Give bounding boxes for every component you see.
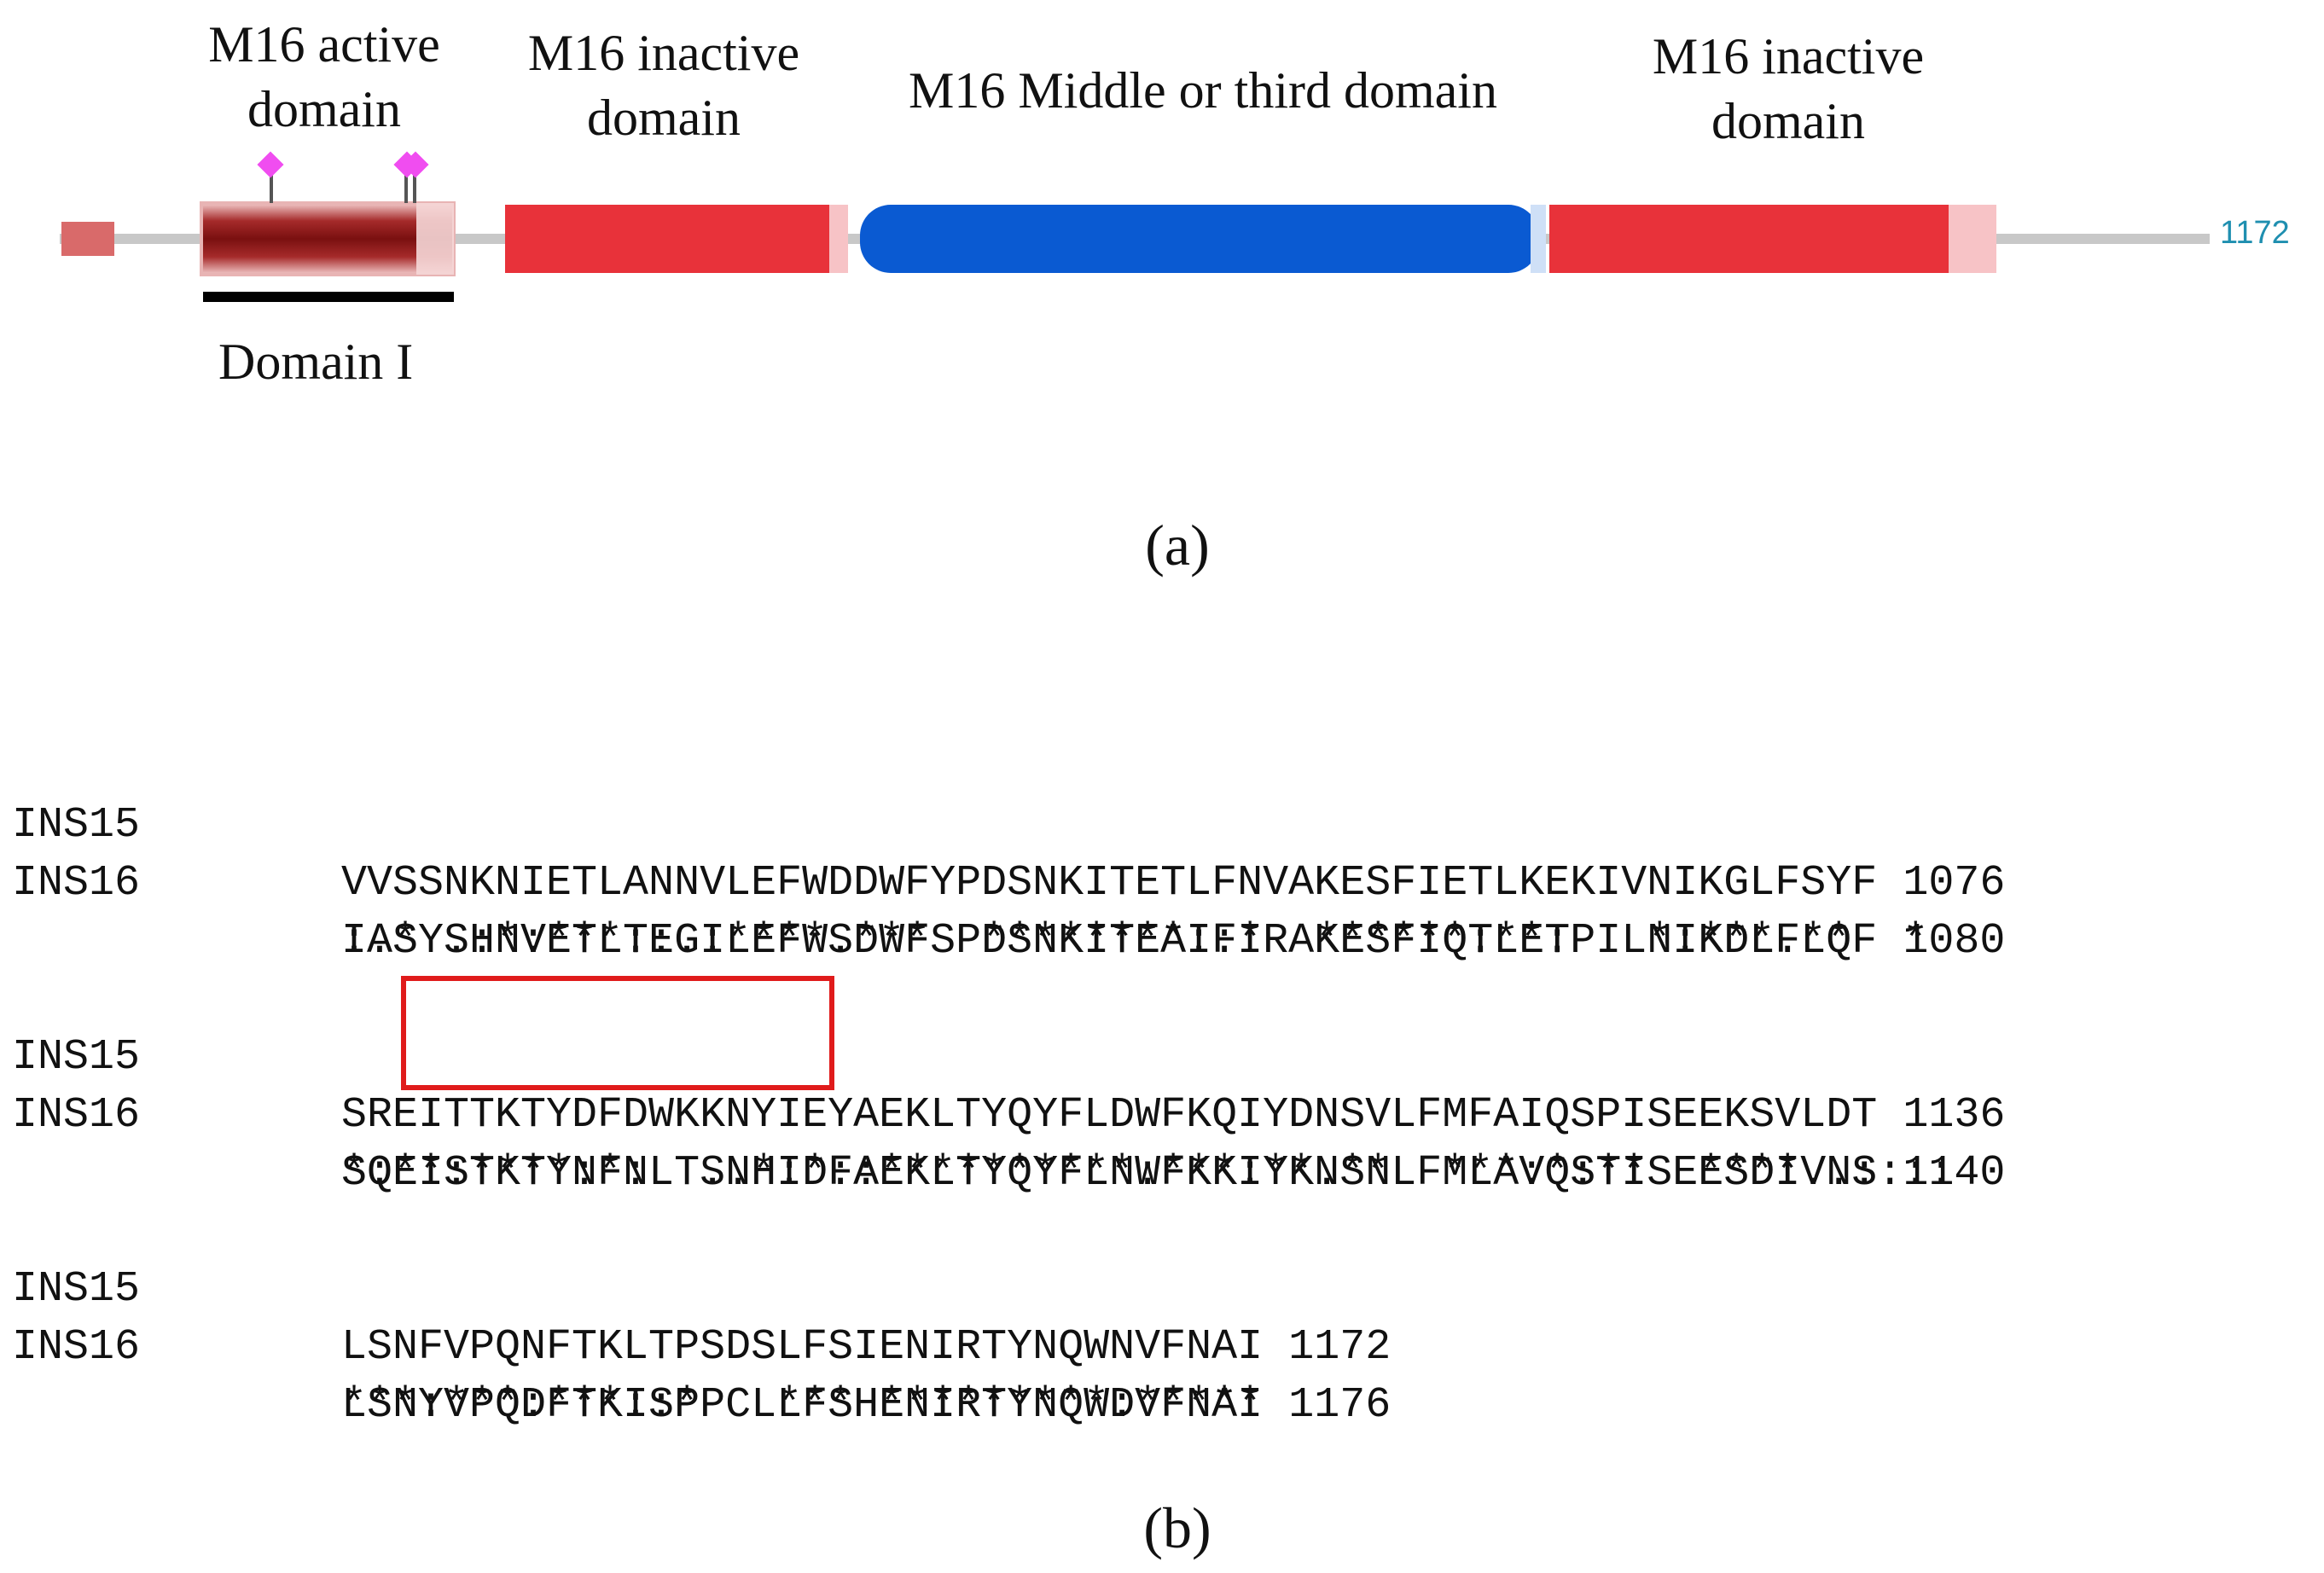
m16-inactive-domain-2-bar [1549, 205, 1950, 273]
alignment-row: INS15 SREITTKTYDFDWKKNYIEYAEKLTYQYFLDWFK… [0, 971, 2005, 1140]
site-marker-3 [402, 151, 429, 178]
panel-b-caption: (b) [1143, 1495, 1211, 1560]
sequence-residues: IASYSHNVETLTEGILEFWSDWFSPDSNKITEAIFIRAKE… [341, 917, 2006, 966]
sequence-name: INS15 [12, 801, 141, 850]
sequence-end-position: 1140 [1903, 1149, 2006, 1198]
panel-a-caption: (a) [1145, 513, 1210, 578]
sequence-name: INS16 [12, 1091, 141, 1140]
motif-highlight-box [401, 976, 834, 1090]
protein-length-label: 1172 [2220, 215, 2290, 251]
m16-active-domain-bar [200, 201, 456, 276]
domain-I-label: Domain I [218, 334, 414, 390]
signal-block [61, 222, 114, 256]
sequence-end-position: 1176 [1288, 1381, 1391, 1430]
m16-middle-domain-bar [860, 205, 1539, 273]
sequence-name: INS15 [12, 1033, 141, 1082]
m16-inactive-domain-2-edge [1949, 205, 1996, 273]
m16-middle-domain-label: M16 Middle or third domain [909, 62, 1497, 119]
alignment-row: INS15 LSNFVPQNFTKLTPSDSLFSIENIRTYNQWNVFN… [0, 1203, 1391, 1372]
domain-I-underline [203, 292, 454, 302]
sequence-name: INS16 [12, 1323, 141, 1372]
sequence-name: INS15 [12, 1265, 141, 1314]
sequence-residues: LSNYVPQDFTKISPPCLLFSHENIRTYNQWDVFNAI 117… [341, 1381, 1391, 1430]
sequence-residues: SQEISTKTYNFNLTSNHIDFAEKLTYQYFLNWFKKIYKNS… [341, 1149, 2006, 1198]
consensus-row: :.* .:*:***::.:****.*** ********::* ****… [0, 855, 1928, 966]
sequence-residues: VVSSNKNIETLANNVLEFWDDWFYPDSNKITETLFNVAKE… [341, 859, 2006, 908]
m16-inactive-domain-1-edge [829, 205, 848, 273]
consensus-symbols: :.* .:*:***::.:****.*** ********::* ****… [341, 917, 1929, 966]
domain-architecture-diagram [60, 151, 2210, 302]
sequence-end-position: 1080 [1903, 917, 2006, 966]
alignment-row: INS15 VVSSNKNIETLANNVLEFWDDWFYPDSNKITETL… [0, 739, 2005, 908]
m16-inactive-domain-1-bar [505, 205, 838, 273]
alignment-row: INS16 LSNYVPQDFTKISPPCLLFSHENIRTYNQWDVFN… [0, 1261, 1391, 1430]
m16-middle-domain-edge [1531, 205, 1546, 273]
sequence-residues: LSNFVPQNFTKLTPSDSLFSIENIRTYNQWNVFNAI 117… [341, 1323, 1391, 1372]
sequence-end-position: 1076 [1903, 859, 2006, 908]
m16-inactive-domain-1-label: M16 inactive domain [527, 25, 800, 146]
sequence-end-position: 1136 [1903, 1091, 2006, 1140]
m16-active-domain-label: M16 active domain [208, 16, 440, 137]
consensus-row: *:**:****:*: ..*:*::**********:***:**.**… [0, 1087, 1954, 1198]
sequence-end-position: 1172 [1288, 1323, 1391, 1372]
m16-active-domain-tail [416, 203, 454, 275]
m16-inactive-domain-2-label: M16 inactive domain [1652, 28, 1925, 149]
sequence-residues: SREITTKTYDFDWKKNYIEYAEKLTYQYFLDWFKQIYDNS… [341, 1091, 2006, 1140]
consensus-symbols: ***:***:***::* *** *********:***** [341, 1381, 1264, 1430]
sequence-name: INS16 [12, 859, 141, 908]
consensus-row: ***:***:***::* *** *********:***** [0, 1319, 1263, 1430]
site-marker-1 [257, 151, 284, 178]
consensus-symbols: *:**:****:*: ..*:*::**********:***:**.**… [341, 1149, 1955, 1198]
alignment-row: INS16 SQEISTKTYNFNLTSNHIDFAEKLTYQYFLNWFK… [0, 1029, 2005, 1198]
alignment-row: INS16 IASYSHNVETLTEGILEFWSDWFSPDSNKITEAI… [0, 797, 2005, 966]
